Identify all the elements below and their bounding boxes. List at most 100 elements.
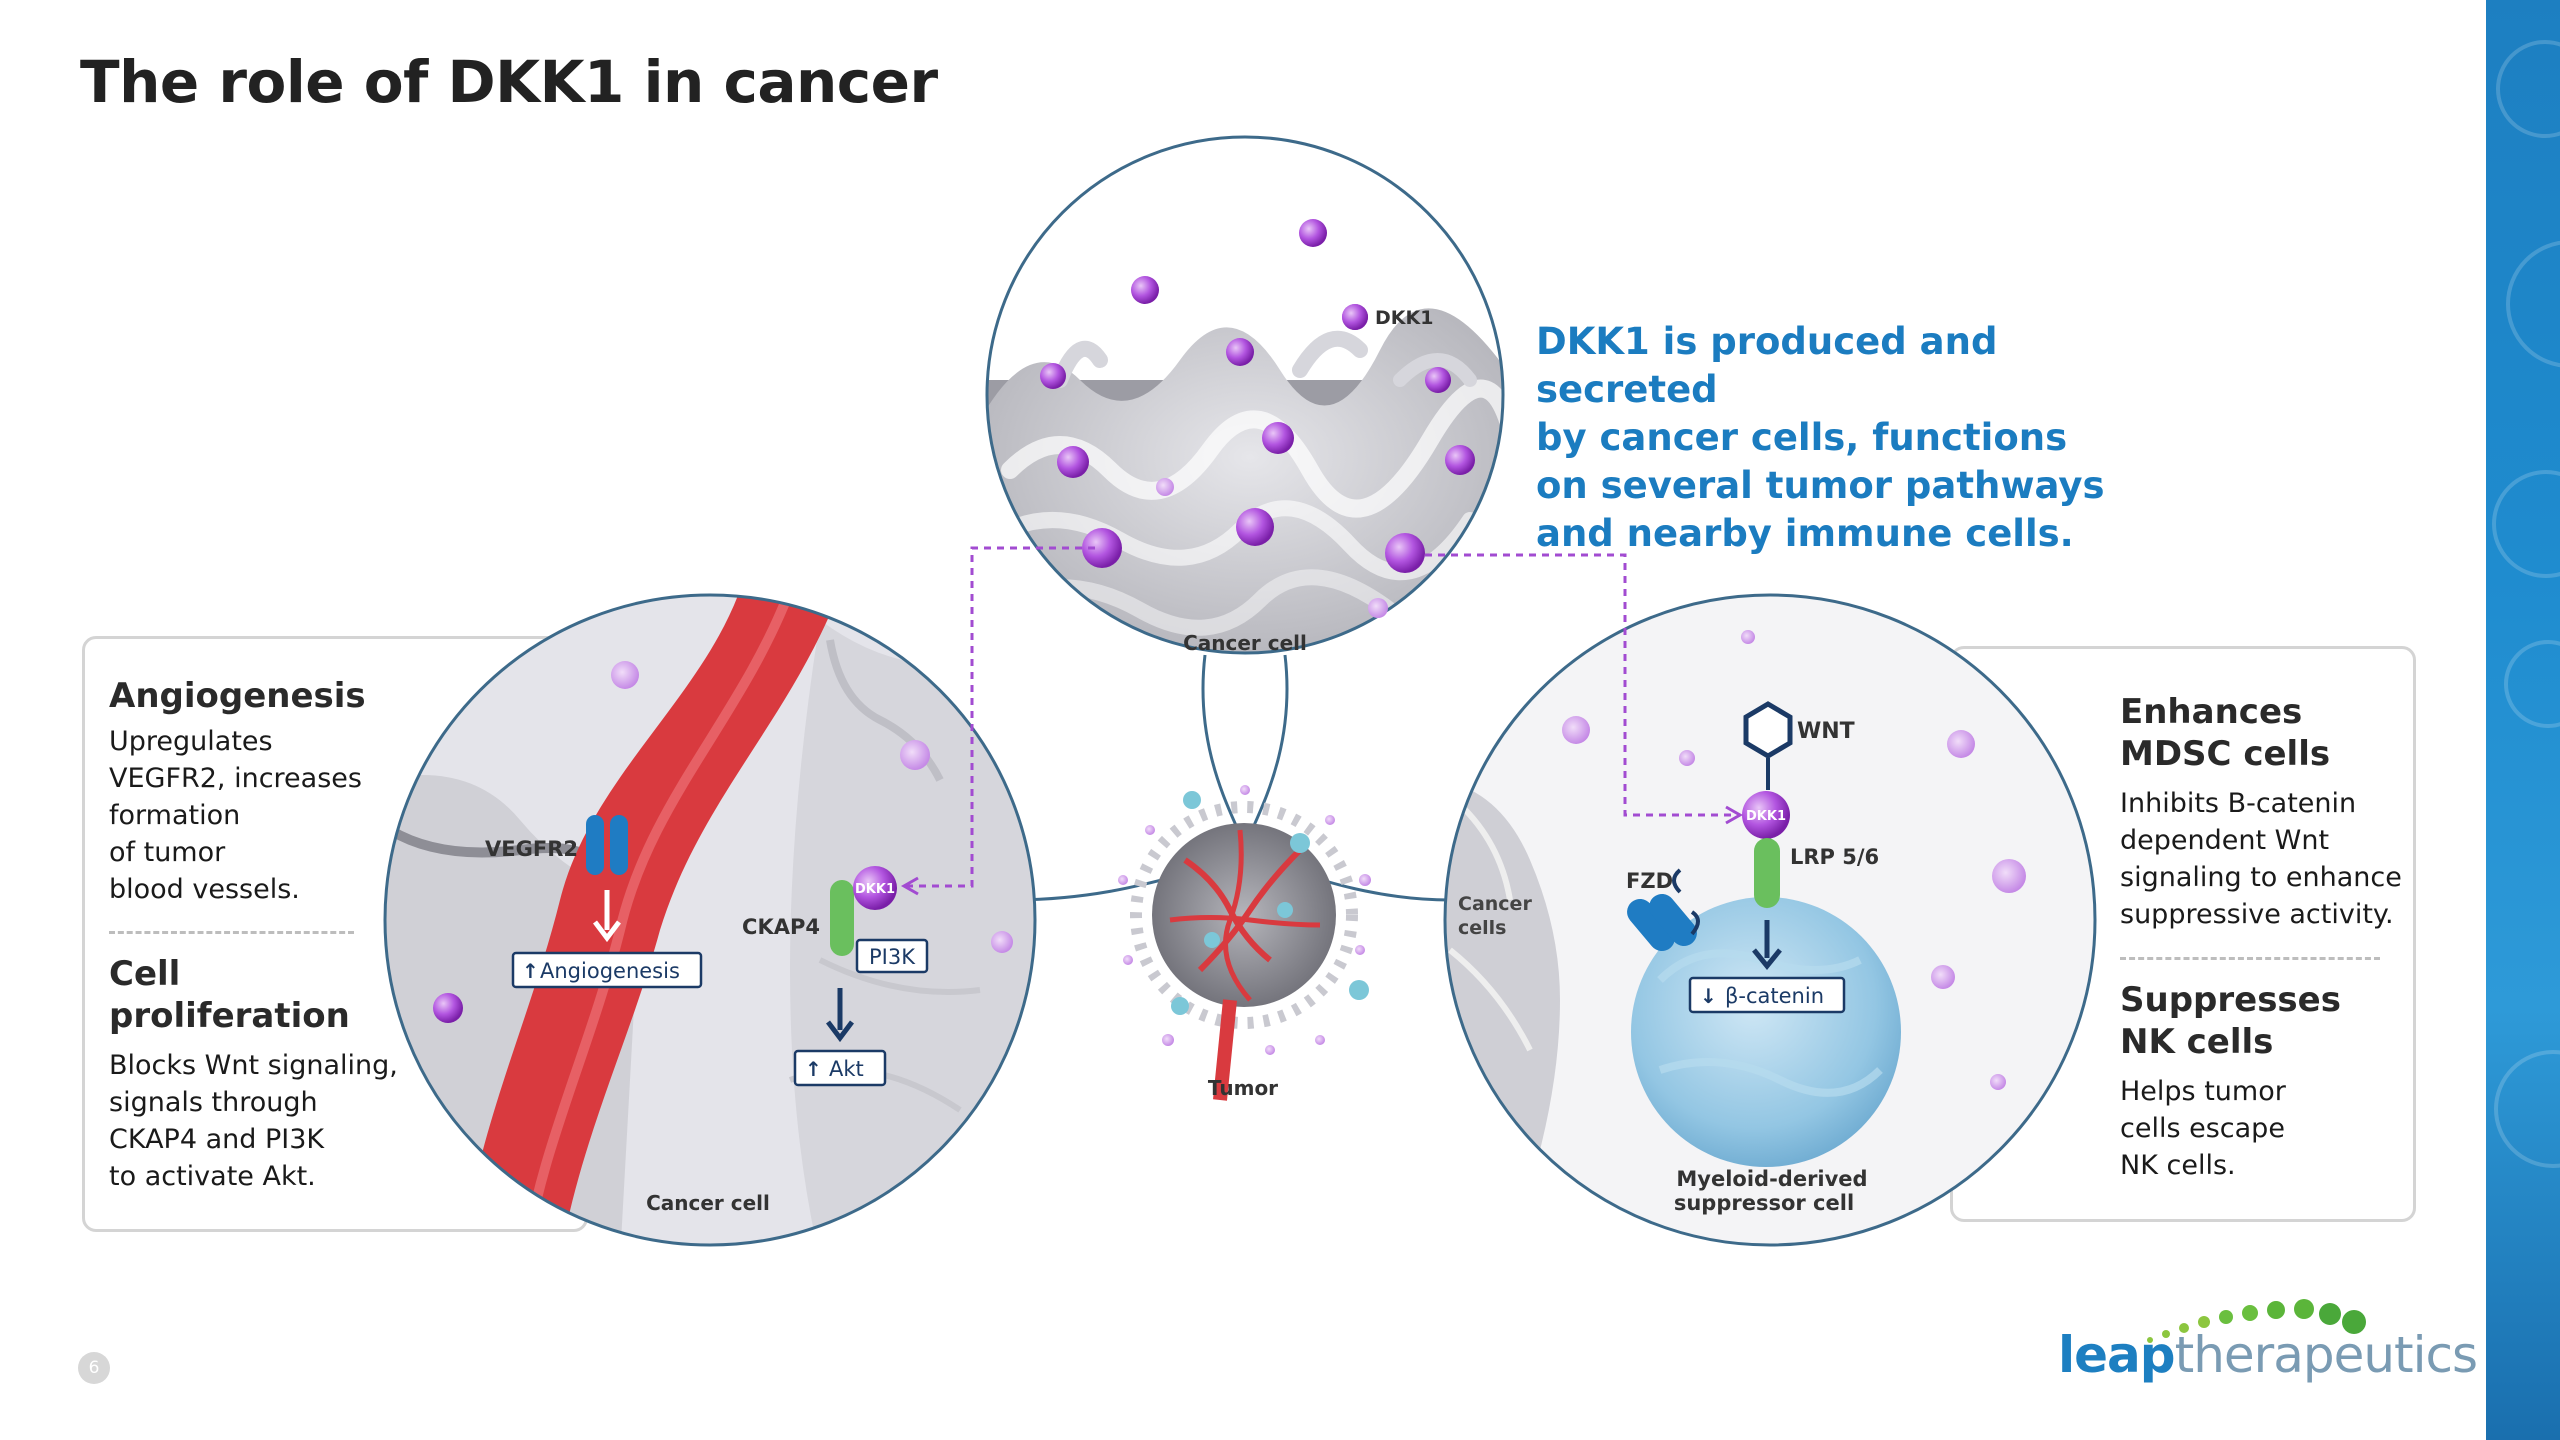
angiogenesis-text-line: VEGFR2, increases (109, 763, 362, 794)
page-number: 6 (78, 1352, 110, 1384)
mdsc-label: Myeloid-derived (1676, 1167, 1867, 1191)
dkk1-label-dot (1342, 304, 1368, 330)
dkk1-path-to-lrp (1425, 553, 1735, 817)
akt-label: Akt (829, 1057, 864, 1081)
dkk1-molecule (1990, 1074, 2006, 1090)
wnt-hexagon-icon (1743, 701, 1793, 759)
dkk1-molecule (853, 866, 897, 910)
dkk1-molecule (1040, 363, 1066, 389)
dkk1-molecule (1057, 446, 1089, 478)
dkk1-molecule (1262, 422, 1294, 454)
dkk1-molecule (1226, 338, 1254, 366)
fzd-receptor-icon (1627, 868, 1700, 952)
down-arrow-icon: ↓ (1700, 984, 1717, 1008)
cancer-cell-label: Cancer cell (1183, 631, 1307, 655)
callout-line: DKK1 is produced and secreted (1536, 320, 1998, 411)
band-bubble (2494, 1050, 2560, 1168)
dkk1-molecule (1992, 859, 2026, 893)
dkk1-bound-label: DKK1 (1746, 809, 1786, 824)
vegfr2-receptor-icon (610, 815, 628, 875)
down-arrow-icon (593, 920, 621, 943)
band-bubble (2492, 470, 2560, 578)
proliferation-header: proliferation (109, 996, 350, 1036)
proliferation-section: Cell proliferation Blocks Wnt signaling,… (109, 953, 398, 1195)
nk-text-line: NK cells. (2120, 1150, 2236, 1181)
dkk1-bound-label: DKK1 (855, 882, 895, 897)
dkk1-molecule (611, 661, 639, 689)
ckap4-label: CKAP4 (742, 915, 820, 939)
nk-text-line: cells escape (2120, 1113, 2285, 1144)
dkk1-molecule (1742, 791, 1790, 839)
connector-line (1250, 654, 1289, 831)
dkk1-molecule (991, 931, 1013, 953)
logo-text-leap: leap (2058, 1326, 2176, 1384)
proliferation-text-line: Blocks Wnt signaling, (109, 1050, 398, 1081)
vegfr2-label: VEGFR2 (485, 837, 578, 861)
callout-line: by cancer cells, functions (1536, 416, 2068, 459)
angiogenesis-label: Angiogenesis (540, 959, 680, 983)
arrow-head-icon (1725, 805, 1744, 825)
dkk1-molecule (1947, 730, 1975, 758)
dkk1-molecule (1741, 630, 1755, 644)
proliferation-text-line: signals through (109, 1087, 318, 1118)
dkk1-molecule (1236, 508, 1274, 546)
cancer-cells-label: cells (1458, 917, 1506, 939)
fzd-label: FZD (1626, 869, 1673, 893)
proliferation-header: Cell (109, 954, 181, 994)
section-divider (109, 931, 354, 934)
cancer-cell-label: Cancer cell (646, 1191, 770, 1215)
angiogenesis-text-line: formation (109, 800, 241, 831)
tumor-label: Tumor (1208, 1076, 1278, 1100)
cancer-cells-label: Cancer (1458, 893, 1532, 915)
dkk1-molecule (1368, 598, 1388, 618)
band-bubble (2504, 640, 2560, 728)
proliferation-text-line: CKAP4 and PI3K (109, 1124, 325, 1155)
mdsc-text-line: suppressive activity. (2120, 899, 2394, 930)
callout-line: on several tumor pathways (1536, 464, 2105, 507)
dkk1-molecule (1562, 716, 1590, 744)
up-arrow-icon: ↑ (522, 959, 539, 983)
mdsc-header: MDSC cells (2120, 734, 2331, 774)
dkk1-label: DKK1 (1375, 307, 1433, 329)
angiogenesis-box (511, 951, 703, 989)
nk-text-line: Helps tumor (2120, 1076, 2286, 1107)
angiogenesis-text-line: blood vessels. (109, 874, 300, 905)
nk-header: Suppresses (2120, 980, 2341, 1020)
angiogenesis-header: Angiogenesis (109, 676, 366, 716)
dkk1-diagram: DKK1 Cancer cell VEGFR2 ↑ Angiogenesis (383, 135, 2097, 1247)
leap-therapeutics-logo: leaptherapeutics (2058, 1286, 2478, 1396)
logo-text-therapeutics: therapeutics (2174, 1326, 2478, 1384)
nk-section: Suppresses NK cells Helps tumor cells es… (2120, 979, 2341, 1184)
decorative-side-band (2486, 0, 2560, 1440)
dkk1-path-to-ckap4 (905, 546, 1095, 888)
dkk1-molecule (1445, 445, 1475, 475)
pi3k-label: PI3K (869, 945, 916, 969)
angiogenesis-section: Angiogenesis Upregulates VEGFR2, increas… (109, 675, 366, 908)
arrow-head-icon (900, 876, 919, 896)
lrp-receptor-icon (1754, 838, 1780, 908)
top-circle-cancer-cell: DKK1 Cancer cell (985, 135, 1505, 655)
logo-text: leaptherapeutics (2058, 1326, 2478, 1384)
lrp-label: LRP 5/6 (1790, 845, 1879, 869)
proliferation-text-line: to activate Akt. (109, 1161, 316, 1192)
mdsc-text-line: Inhibits B-catenin (2120, 788, 2357, 819)
mdsc-text-line: signaling to enhance (2120, 862, 2402, 893)
up-arrow-icon: ↑ (805, 1057, 822, 1081)
section-divider (2120, 957, 2380, 960)
angiogenesis-text-line: of tumor (109, 837, 226, 868)
dkk1-molecule (900, 740, 930, 770)
vegfr2-receptor-icon (586, 815, 604, 875)
callout-line: and nearby immune cells. (1536, 512, 2074, 555)
pi3k-box (855, 938, 929, 974)
mdsc-header: Enhances (2120, 692, 2303, 732)
dkk1-callout: DKK1 is produced and secreted by cancer … (1536, 318, 2116, 558)
dkk1-molecule (1131, 276, 1159, 304)
dkk1-molecule (1156, 478, 1174, 496)
akt-box (793, 1049, 887, 1087)
down-arrow-icon (826, 1020, 854, 1043)
dkk1-molecule (1082, 528, 1122, 568)
dkk1-molecule (1931, 965, 1955, 989)
dkk1-molecule (1385, 533, 1425, 573)
down-arrow-icon (1752, 948, 1782, 970)
beta-catenin-box (1688, 976, 1846, 1014)
